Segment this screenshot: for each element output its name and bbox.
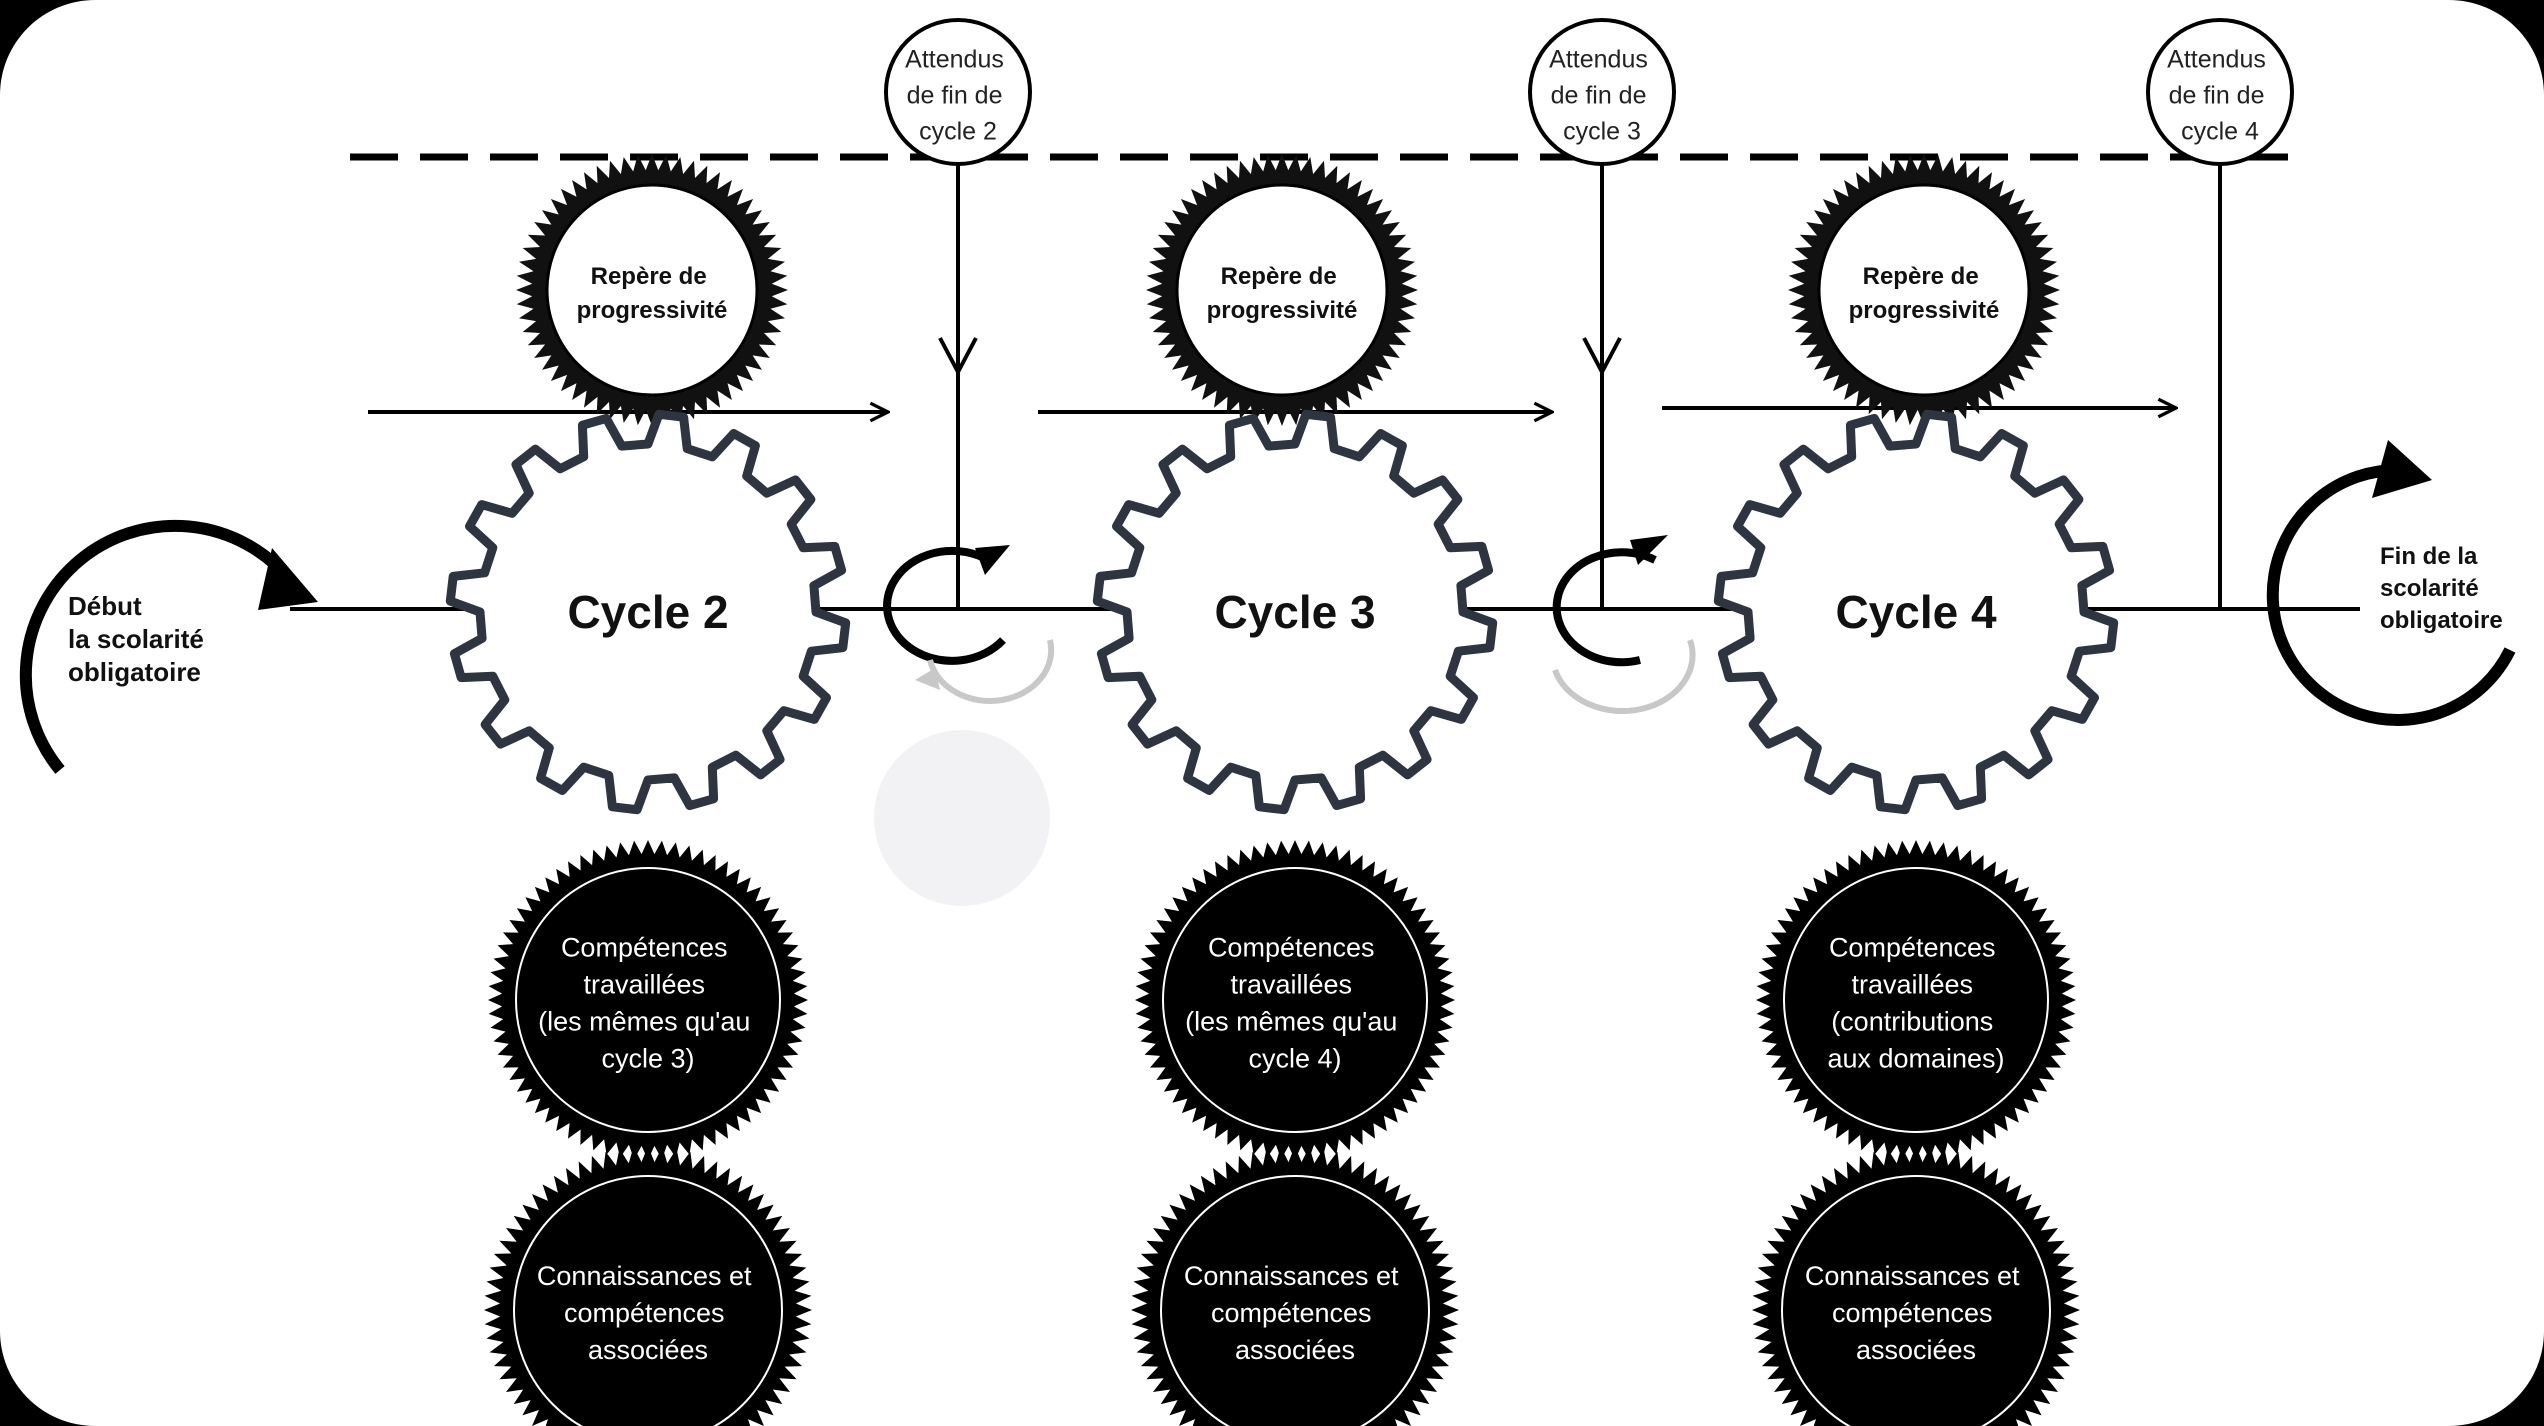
connaissances-label-line: associées xyxy=(588,1335,708,1365)
connaissances-label-line: Connaissances et xyxy=(1805,1261,2020,1291)
connaissances-label-line: associées xyxy=(1856,1335,1976,1365)
competences-badge-ring xyxy=(1162,867,1428,1133)
competences-label: Compétences travaillées (contributions a… xyxy=(1827,932,2004,1073)
cycle-gear xyxy=(445,409,851,815)
ghost-circle xyxy=(874,730,1050,906)
cycle-name: Cycle 3 xyxy=(1214,586,1375,638)
competences-badge xyxy=(1756,840,2076,1160)
repere-label-line: progressivité xyxy=(1207,297,1358,324)
end-arrow xyxy=(2266,440,2516,726)
competences-label: Compétences travaillées (les mêmes qu'au… xyxy=(538,932,758,1073)
repere-label-line: Repère de xyxy=(1863,263,1979,290)
competences-label-line: (les mêmes qu'au xyxy=(1185,1006,1397,1036)
competences-label-line: (les mêmes qu'au xyxy=(538,1006,750,1036)
connaissances-label-line: associées xyxy=(1235,1335,1355,1365)
connaissances-badge xyxy=(1131,1146,1459,1426)
attendus-label-line: cycle 3 xyxy=(1563,118,1641,146)
start-label-line: Début xyxy=(68,591,142,621)
connaissances-label: Connaissances et compétences associées xyxy=(537,1261,759,1365)
competences-badge xyxy=(1135,840,1455,1160)
connaissances-label-line: compétences xyxy=(1832,1298,1993,1328)
connaissances-badge xyxy=(484,1146,812,1426)
connaissances-badge-ring xyxy=(1160,1175,1430,1426)
competences-badge-ring xyxy=(515,867,781,1133)
connaissances-label-line: Connaissances et xyxy=(537,1261,752,1291)
attendus-label-line: de fin de xyxy=(2169,82,2265,110)
drop-arrow-2 xyxy=(1582,337,1622,377)
cycle-gear xyxy=(1713,409,2119,815)
competences-label-line: travaillées xyxy=(1230,969,1352,999)
repere-label: Repère de progressivité xyxy=(1849,263,2000,324)
attendus-label-line: cycle 4 xyxy=(2181,118,2259,146)
competences-label-line: cycle 4) xyxy=(1248,1043,1341,1073)
attendus-label-line: cycle 2 xyxy=(919,118,997,146)
connaissances-badge-ring xyxy=(513,1175,783,1426)
repere-inner xyxy=(1817,183,2031,397)
attendus-label-line: de fin de xyxy=(1551,82,1647,110)
competences-label: Compétences travaillées (les mêmes qu'au… xyxy=(1185,932,1405,1073)
end-label: Fin de la scolarité obligatoire xyxy=(2380,543,2503,634)
connaissances-badge-ring xyxy=(1781,1175,2051,1426)
end-label-line: scolarité xyxy=(2380,575,2479,602)
drop-arrow-1 xyxy=(938,337,978,377)
repere-label: Repère de progressivité xyxy=(1207,263,1358,324)
competences-label-line: aux domaines) xyxy=(1827,1043,2004,1073)
competences-badge xyxy=(488,840,808,1160)
cycle-group-4: Repère de progressivité Cycle 4 Compéten… xyxy=(1713,18,2294,1426)
cycle-group-3: Repère de progressivité Cycle 3 Compéten… xyxy=(1092,18,1676,1426)
repere-label-line: Repère de xyxy=(1221,263,1337,290)
competences-badge-ring xyxy=(1783,867,2049,1133)
loop-arrow-2 xyxy=(1552,535,1696,715)
repere-label-line: progressivité xyxy=(577,297,728,324)
competences-label-line: Compétences xyxy=(561,932,728,962)
attendus-badge xyxy=(884,18,1032,166)
attendus-badge xyxy=(2146,18,2294,166)
connaissances-label: Connaissances et compétences associées xyxy=(1805,1261,2027,1365)
competences-label-line: cycle 3) xyxy=(601,1043,694,1073)
competences-label-line: travaillées xyxy=(583,969,705,999)
start-label-line: la scolarité xyxy=(68,624,204,654)
cycle-name: Cycle 4 xyxy=(1835,586,1997,638)
attendus-label: Attendus de fin de cycle 2 xyxy=(905,46,1011,146)
attendus-label: Attendus de fin de cycle 4 xyxy=(2167,46,2273,146)
competences-label-line: (contributions xyxy=(1831,1006,1993,1036)
repere-label-line: progressivité xyxy=(1849,297,2000,324)
end-label-line: obligatoire xyxy=(2380,607,2503,634)
start-label: Début la scolarité obligatoire xyxy=(68,591,211,687)
connaissances-label-line: Connaissances et xyxy=(1184,1261,1399,1291)
start-arrow xyxy=(19,519,318,774)
connaissances-label-line: compétences xyxy=(1211,1298,1372,1328)
connaissances-label: Connaissances et compétences associées xyxy=(1184,1261,1406,1365)
repere-label-line: Repère de xyxy=(591,263,707,290)
attendus-label-line: Attendus xyxy=(1549,46,1648,74)
competences-label-line: Compétences xyxy=(1829,932,1996,962)
repere-label: Repère de progressivité xyxy=(577,263,728,324)
repere-inner xyxy=(545,183,759,397)
competences-label-line: Compétences xyxy=(1208,932,1375,962)
connaissances-label-line: compétences xyxy=(564,1298,725,1328)
attendus-label: Attendus de fin de cycle 3 xyxy=(1549,46,1655,146)
competences-label-line: travaillées xyxy=(1851,969,1973,999)
attendus-label-line: Attendus xyxy=(905,46,1004,74)
connaissances-badge xyxy=(1752,1146,2080,1426)
end-label-line: Fin de la xyxy=(2380,543,2478,570)
cycle-gear xyxy=(1092,409,1498,815)
attendus-label-line: de fin de xyxy=(907,82,1003,110)
cycle-name: Cycle 2 xyxy=(567,586,728,638)
start-label-line: obligatoire xyxy=(68,657,201,687)
cycle-group-2: Repère de progressivité Cycle 2 Compéten… xyxy=(445,18,1032,1426)
attendus-badge xyxy=(1528,18,1676,166)
attendus-label-line: Attendus xyxy=(2167,46,2266,74)
loop-arrow-1 xyxy=(883,545,1055,704)
repere-inner xyxy=(1175,183,1389,397)
